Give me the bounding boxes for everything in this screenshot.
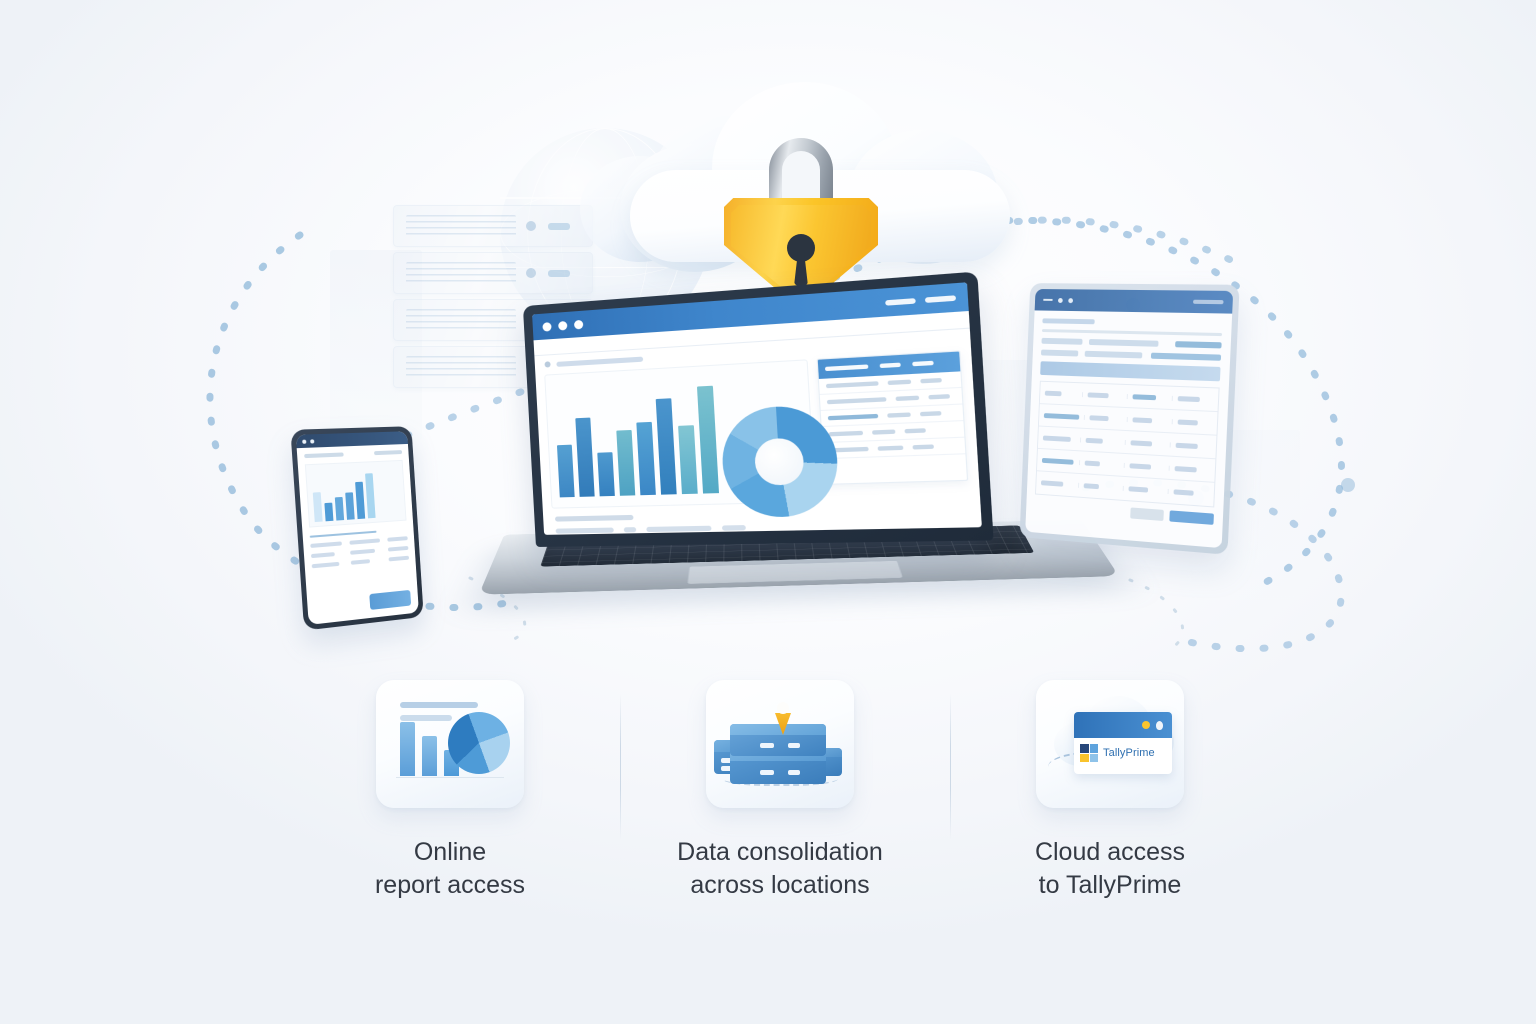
tablet-form — [1026, 310, 1232, 533]
tablet-table — [1035, 380, 1220, 508]
window-maximize-dot[interactable] — [573, 319, 584, 329]
feature-caption-line2: report access — [374, 871, 526, 899]
tablet-primary-button[interactable] — [1169, 510, 1214, 525]
feature-caption: Cloud access to TallyPrime — [1035, 836, 1185, 902]
titlebar-action-1[interactable] — [885, 297, 916, 306]
feature-divider — [950, 694, 951, 840]
feature-divider — [620, 694, 621, 840]
bar — [636, 422, 656, 496]
feature-caption: Data consolidation across locations — [677, 836, 883, 902]
tallyprime-logo — [1080, 744, 1098, 762]
feature-caption-line2: to TallyPrime — [1038, 871, 1182, 899]
bar — [616, 430, 636, 496]
map-pin-icon — [768, 694, 798, 736]
tallyprime-wordmark: TallyPrime — [1103, 747, 1155, 759]
phone-bar-chart — [304, 459, 407, 528]
bar — [696, 386, 720, 494]
titlebar-action[interactable] — [1193, 299, 1224, 305]
window-minimize-dot[interactable] — [558, 320, 568, 331]
laptop-screen — [532, 282, 982, 535]
bar — [355, 481, 366, 520]
feature-list: Online report access — [300, 680, 1260, 950]
pie-chart — [448, 712, 510, 774]
bar — [365, 473, 376, 519]
feature-caption-line1: Online — [413, 838, 487, 866]
titlebar-action-2[interactable] — [924, 294, 957, 303]
bar — [334, 497, 345, 521]
dashboard-bar-chart — [544, 359, 841, 519]
bar — [312, 491, 323, 523]
laptop-trackpad[interactable] — [687, 560, 903, 585]
feature-online-report-access[interactable]: Online report access — [300, 680, 600, 950]
tablet-device — [1019, 283, 1240, 555]
bar — [556, 444, 575, 498]
bar — [400, 722, 415, 776]
feature-caption-line2: across locations — [690, 871, 870, 899]
bar — [422, 736, 437, 776]
phone-content-rows — [302, 522, 416, 575]
bar — [597, 451, 615, 497]
feature-caption-line1: Cloud access — [1034, 838, 1186, 866]
tablet-table-header — [1040, 361, 1221, 382]
cloud-browser-tallyprime-icon: TallyPrime — [1036, 680, 1184, 808]
browser-titlebar — [1074, 712, 1172, 738]
report-chart-icon — [376, 680, 524, 808]
dot-white-icon — [1156, 721, 1163, 730]
tablet-screen — [1025, 288, 1234, 549]
smartphone-device — [290, 426, 424, 631]
feature-caption: Online report access — [375, 836, 525, 902]
browser-window: TallyPrime — [1074, 712, 1172, 774]
bar — [678, 425, 698, 495]
laptop-lid — [522, 271, 994, 547]
bar — [345, 492, 355, 520]
phone-primary-button[interactable] — [369, 589, 412, 610]
dot-yellow-icon — [1142, 721, 1150, 729]
window-close-dot[interactable] — [542, 321, 552, 332]
bar — [655, 397, 677, 495]
feature-data-consolidation[interactable]: Data consolidation across locations — [620, 680, 930, 950]
feature-cloud-access-tallyprime[interactable]: TallyPrime Cloud access to TallyPrime — [950, 680, 1260, 950]
phone-screen — [295, 431, 419, 625]
dashboard-table — [816, 350, 969, 485]
feature-caption-line1: Data consolidation — [677, 838, 883, 866]
tablet-secondary-button[interactable] — [1130, 507, 1164, 522]
bar — [575, 418, 595, 497]
server-location-pin-icon — [706, 680, 854, 808]
bar — [324, 502, 334, 522]
